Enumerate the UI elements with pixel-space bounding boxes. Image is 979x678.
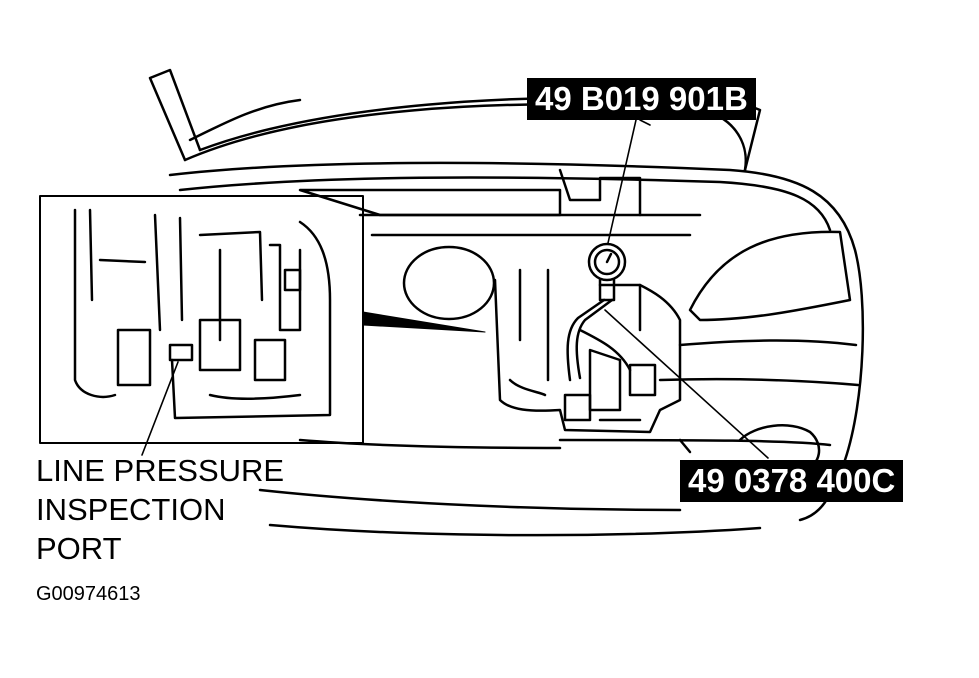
leader-lines <box>604 119 769 459</box>
round-opening <box>402 245 496 321</box>
vehicle-body <box>168 161 865 522</box>
inset-detail <box>39 195 364 444</box>
hose-adapter-callout: 49 0378 400C <box>680 460 904 502</box>
pressure-gauge <box>566 242 627 382</box>
port-label-line1: LINE PRESSURE <box>36 453 285 488</box>
port-leader <box>141 361 179 456</box>
port-label-line2: INSPECTION <box>36 492 226 527</box>
port-label-line3: PORT <box>36 531 122 566</box>
transmission-main <box>493 268 682 434</box>
inset-pointer <box>362 311 486 333</box>
figure-id: G00974613 <box>36 583 141 605</box>
front-bumper <box>258 424 821 537</box>
gauge-tool-callout: 49 B019 901B <box>527 78 756 120</box>
